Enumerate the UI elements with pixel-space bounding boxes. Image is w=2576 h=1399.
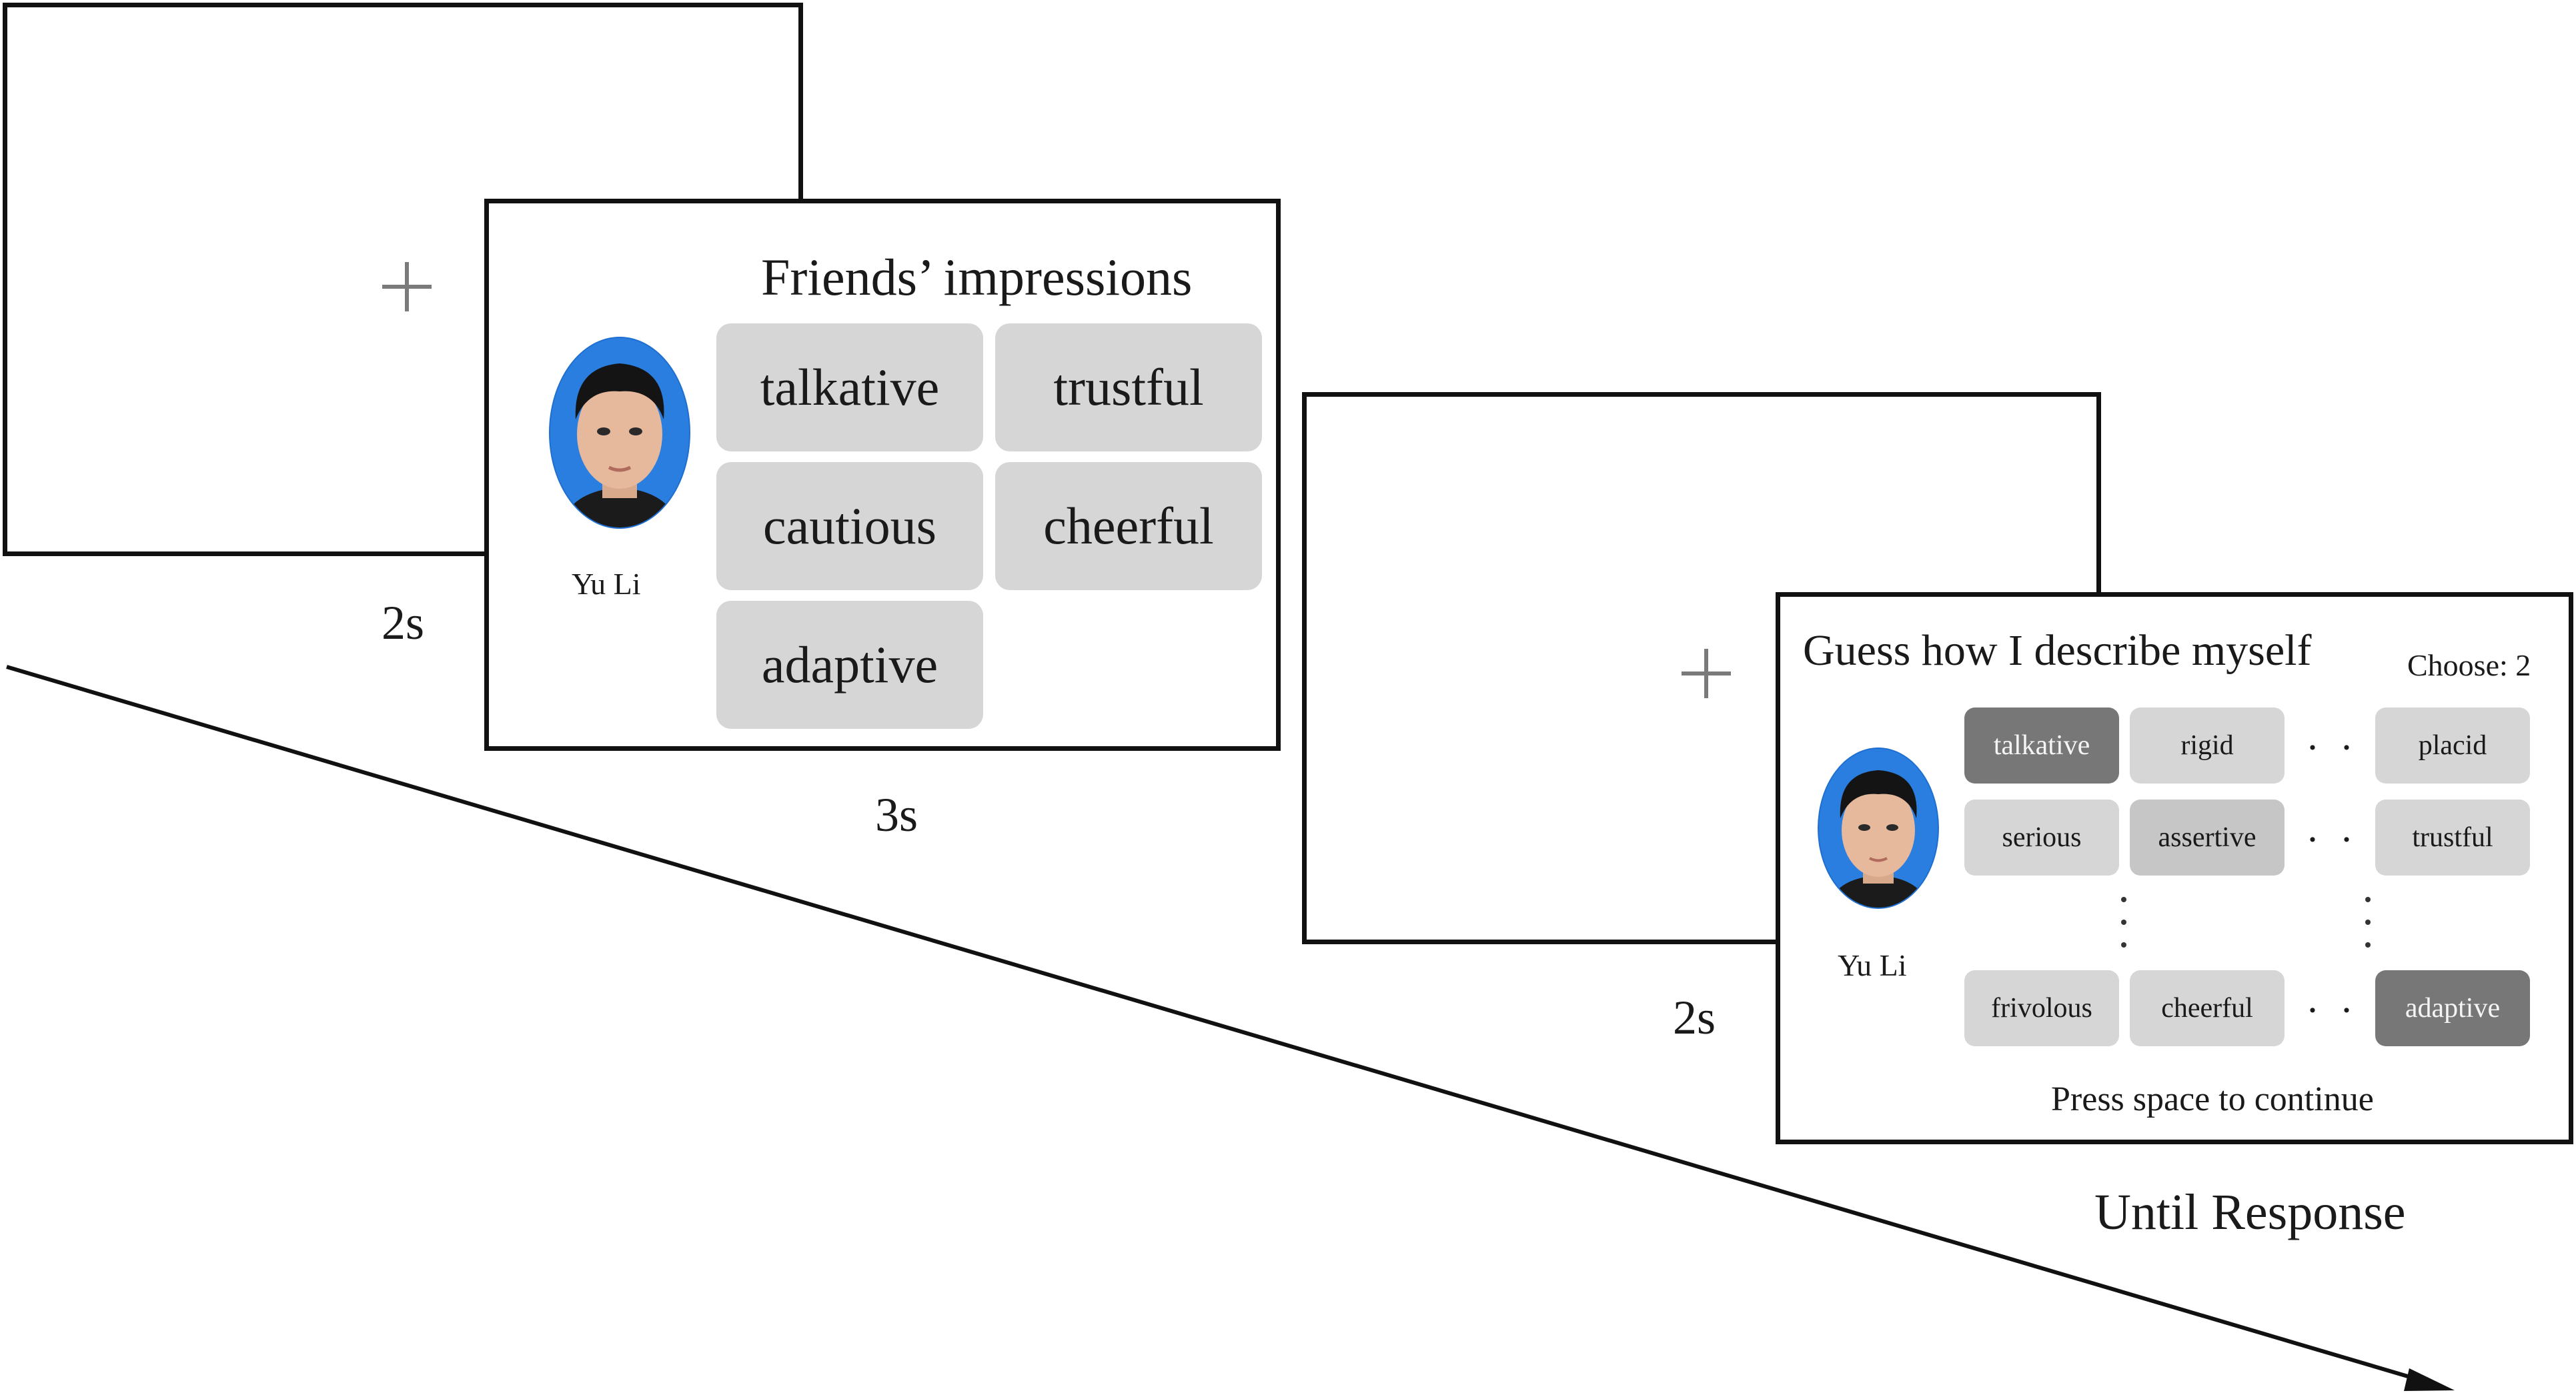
trait-option[interactable]: cheerful xyxy=(2130,970,2285,1046)
duration-label-guess: Until Response xyxy=(2094,1184,2406,1240)
horizontal-ellipsis: · · · xyxy=(2306,726,2393,770)
friends-impressions-screen: Friends’ impressions Yu Li talkative tru… xyxy=(484,199,1281,751)
duration-label-fixation-1: 2s xyxy=(382,596,425,649)
guess-screen: Guess how I describe myself Choose: 2 Yu… xyxy=(1776,592,2573,1144)
trait-chip: talkative xyxy=(716,323,983,451)
horizontal-ellipsis: · · · xyxy=(2306,988,2393,1032)
trait-option[interactable]: frivolous xyxy=(1964,970,2119,1046)
vertical-ellipsis xyxy=(2120,897,2127,950)
trait-option[interactable]: rigid xyxy=(2130,708,2285,784)
trait-option[interactable]: assertive xyxy=(2130,800,2285,876)
screen-title: Friends’ impressions xyxy=(761,248,1193,306)
trait-chip: cheerful xyxy=(995,462,1262,590)
trait-chip: cautious xyxy=(716,462,983,590)
horizontal-ellipsis: · · · xyxy=(2306,818,2393,862)
participant-name: Yu Li xyxy=(572,567,641,601)
trait-option-selected[interactable]: adaptive xyxy=(2375,970,2530,1046)
trait-option[interactable]: trustful xyxy=(2375,800,2530,876)
duration-label-friends: 3s xyxy=(875,788,918,842)
trait-option[interactable]: serious xyxy=(1964,800,2119,876)
face-photo xyxy=(549,337,690,529)
plus-icon xyxy=(382,262,432,311)
continue-instruction: Press space to continue xyxy=(2051,1080,2374,1118)
vertical-ellipsis xyxy=(2365,897,2371,950)
duration-label-fixation-2: 2s xyxy=(1673,991,1716,1044)
face-photo xyxy=(1818,748,1939,909)
plus-icon xyxy=(1682,649,1731,698)
trait-chip: trustful xyxy=(995,323,1262,451)
choose-count-label: Choose: 2 xyxy=(2407,648,2531,682)
trait-chip: adaptive xyxy=(716,601,983,729)
trait-option-selected[interactable]: talkative xyxy=(1964,708,2119,784)
participant-name: Yu Li xyxy=(1838,948,1907,982)
trait-option[interactable]: placid xyxy=(2375,708,2530,784)
screen-title: Guess how I describe myself xyxy=(1803,626,2312,675)
